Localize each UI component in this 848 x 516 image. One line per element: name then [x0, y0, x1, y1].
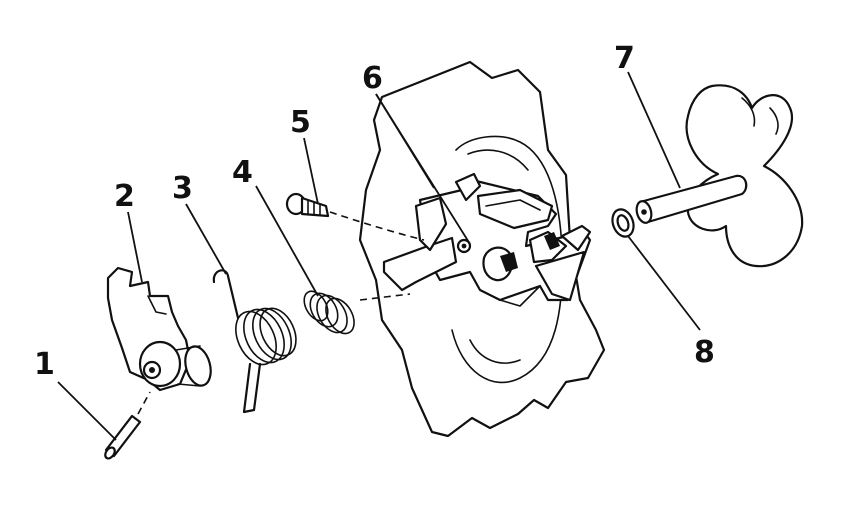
latch-bracket-assembly	[382, 172, 592, 307]
callout-1: 1	[34, 347, 55, 382]
leader-6b	[375, 93, 471, 245]
callout-labels: 1 2 3 4 5 6 7 8	[34, 41, 715, 382]
shaft-pin	[635, 174, 748, 224]
callout-4: 4	[232, 155, 253, 190]
leader-lines	[57, 71, 701, 441]
screw	[285, 192, 425, 241]
pin	[104, 391, 151, 460]
coil-spring	[303, 290, 411, 335]
callout-7: 7	[614, 41, 635, 76]
cam-ratchet	[106, 266, 212, 392]
leader-5	[303, 137, 319, 205]
leader-3	[185, 203, 227, 275]
leader-7	[627, 71, 681, 189]
callout-3: 3	[172, 171, 193, 206]
callout-5: 5	[290, 105, 311, 140]
leader-2	[127, 211, 143, 283]
callout-2: 2	[114, 179, 135, 214]
wing-handle	[685, 84, 804, 268]
callout-6: 6	[362, 61, 383, 96]
leader-1	[57, 381, 117, 441]
leader-4	[255, 185, 319, 297]
callout-8: 8	[694, 335, 715, 370]
torsion-spring	[212, 269, 297, 414]
washer	[611, 208, 635, 238]
leader-8	[627, 235, 701, 331]
